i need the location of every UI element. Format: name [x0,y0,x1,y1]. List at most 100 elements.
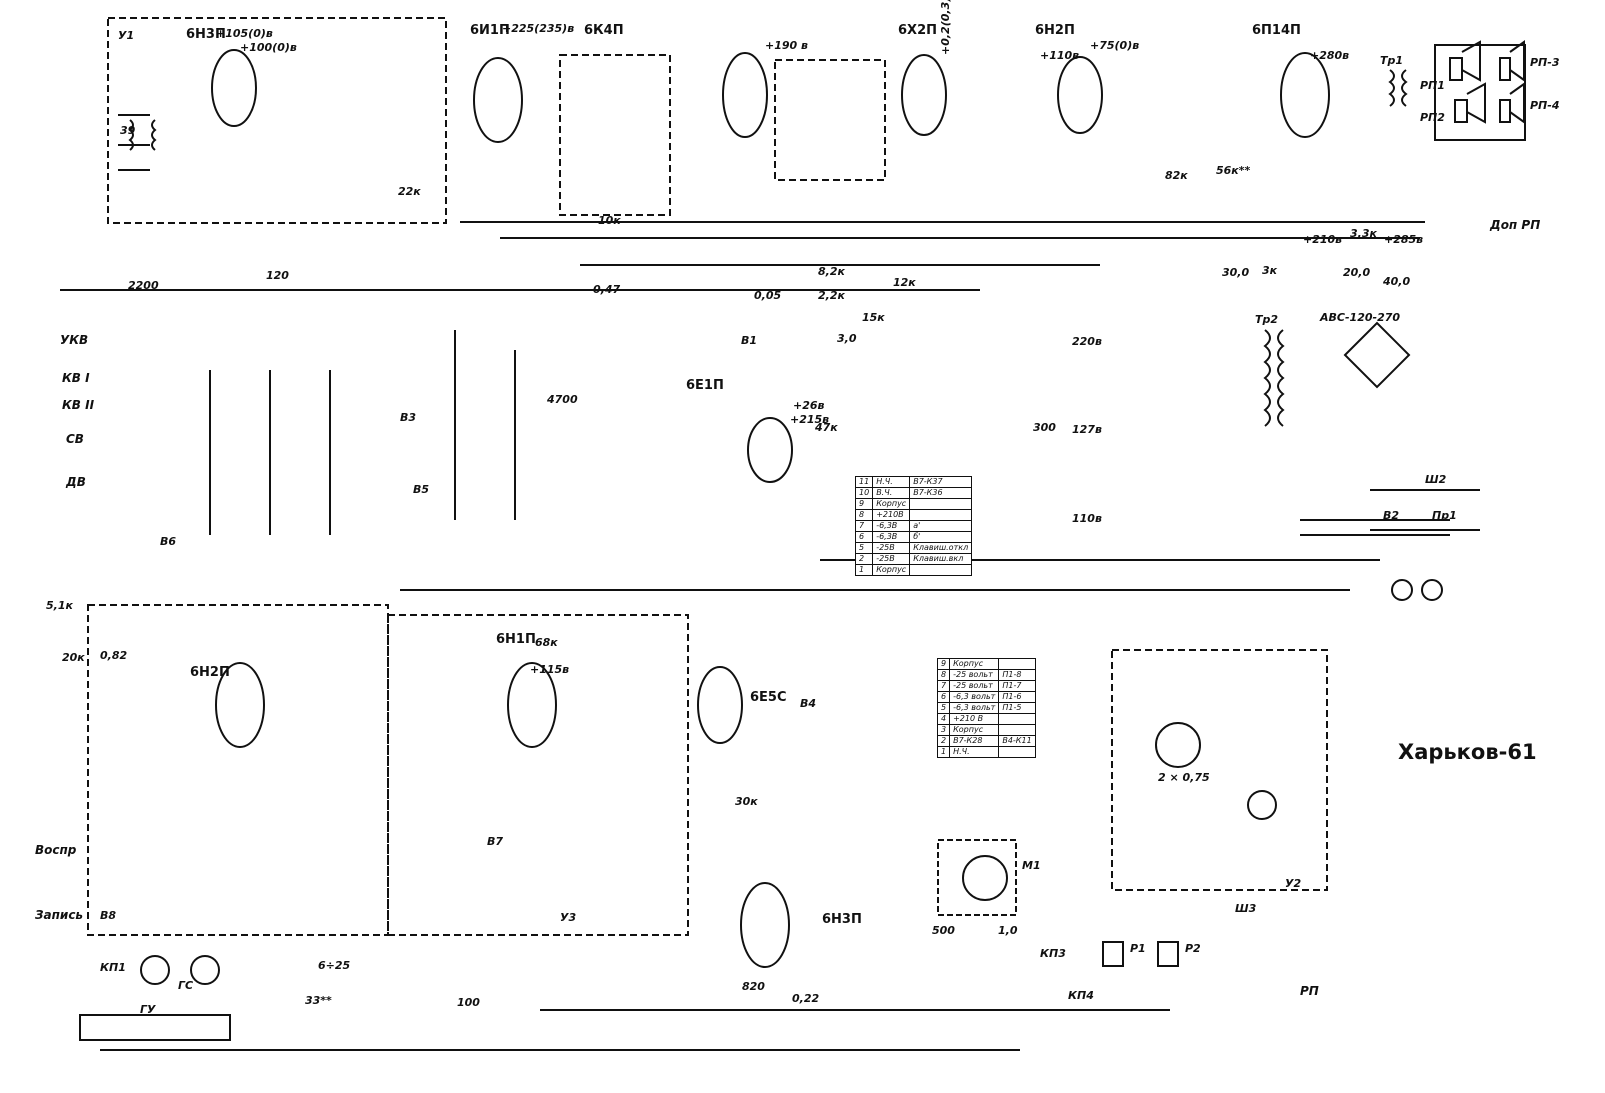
connector-cell: 5 [936,702,951,714]
tube-label-6n2p-lower: 6Н2П [190,665,230,680]
connector-cell: В7-К36 [909,487,973,499]
speaker-label: РП2 [1420,111,1445,124]
connector-row: 8+210В [854,509,973,521]
connector-cell: Клавиш.вкл [909,553,973,565]
block-u2-outline [1111,649,1328,891]
relay-label: Р1 [1130,942,1146,955]
switch-label: В7 [487,835,504,848]
bridge-rectifier [1343,321,1411,389]
rectifier-label: АВС-120-270 [1320,311,1401,324]
switch-label: В1 [741,334,758,347]
block-preamp-outline [87,604,389,936]
pr1-label: Пр1 [1432,509,1457,522]
tube-6e5c-envelope [697,666,743,744]
component-label: 500 [932,924,955,937]
voltage-label: +105(0)в [216,27,273,40]
mains-110: 110в [1072,512,1102,525]
connector-cell: Клавиш.откл [909,542,973,554]
connector-cell: 6 [936,691,951,703]
tube-label-6k4p: 6К4П [584,23,624,38]
connector-cell [998,658,1036,670]
component-label: 2200 [128,279,159,292]
tube-6n3p-envelope [211,49,257,127]
mains-220: 220в [1072,335,1102,348]
speaker-3 [1499,40,1525,82]
component-label: 47к [815,421,838,434]
component-label: 5,1к [46,599,73,612]
connector-cell: 2 [854,553,874,565]
power-transformer [1263,329,1285,427]
head-gs [190,955,220,985]
voltage-label: +115в [530,663,570,676]
switch-label: В3 [400,411,417,424]
component-label: 8,2к [818,265,845,278]
voltage-label: +280в [1310,49,1350,62]
voltage-label: +225(235)в [502,22,575,35]
component-label: 0,82 [100,649,128,662]
connector-cell [909,509,973,521]
tube-label-6n3p-lower: 6Н3П [822,912,862,927]
upper-rail [60,221,1425,291]
relay-label: Р2 [1185,942,1201,955]
band-label-sv: СВ [66,432,84,446]
pickup-cartridge [1247,790,1277,820]
block-label-u3: У3 [560,911,577,924]
connector-cell: 3 [936,724,951,736]
band-label-dv: ДВ [66,475,86,489]
motor-u2-rotor [1155,722,1201,768]
tr1-label: Тр1 [1380,54,1404,67]
component-label: 120 [266,269,289,282]
mains-127: 127в [1072,423,1102,436]
voltage-label: +100(0)в [240,41,297,54]
component-label: 820 [742,980,765,993]
block-u1-outline [107,17,447,224]
component-label: 82к [1165,169,1188,182]
component-label: 20,0 [1343,266,1371,279]
connector-cell [998,713,1036,725]
speaker-label: РП-3 [1530,56,1560,69]
component-label: 6÷25 [318,959,351,972]
band-coils [209,330,516,535]
connector-cell: 5 [854,542,874,554]
voltage-label: +190 в [765,39,808,52]
connector-cell: +210 В [949,713,1000,725]
component-label: 300 [1033,421,1056,434]
connector-cell: б' [909,531,973,543]
tube-6n2p-top-envelope [1057,56,1103,134]
connector-cell: 2 [936,735,951,747]
relay-label: ГС [178,979,194,992]
component-label: 12к [893,276,916,289]
connector-cell [998,746,1036,758]
connector-cell: 9 [854,498,874,510]
tube-label-6e1p: 6Е1П [686,378,724,393]
tube-6e1p-envelope [747,417,793,483]
switch-label: В6 [160,535,177,548]
tube-6i1p-envelope [473,57,523,143]
tube-label-6n3p: 6Н3П [186,27,226,42]
connector-cell: -6,3В [872,520,911,532]
relay-label: М1 [1022,859,1041,872]
pilot-lamp-1 [1391,579,1413,601]
component-label: 68к [535,636,558,649]
band-label-ukv: УКВ [60,333,89,347]
connector-cell: 7 [854,520,874,532]
block-6k4p-outline [559,54,671,216]
sh2-connector [1370,489,1480,531]
connector-cell: В4-К11 [998,735,1036,747]
component-label: 22к [398,185,421,198]
connector-cell: В7-К28 [949,735,1000,747]
connector-row: 4+210 В [936,713,1036,725]
output-extra-speaker: Доп РП [1490,218,1541,232]
connector-cell: 1 [936,746,951,758]
connector-cell: Корпус [872,564,911,576]
connector-cell: -25В [872,553,911,565]
component-label: 56к** [1216,164,1251,177]
connector-cell: -6,3 вольт [949,691,1000,703]
tube-label-6p14p: 6П14П [1252,23,1301,38]
switch-label: В5 [413,483,430,496]
input-record: Запись [35,908,84,922]
band-label-kv2: КВ II [62,398,95,412]
